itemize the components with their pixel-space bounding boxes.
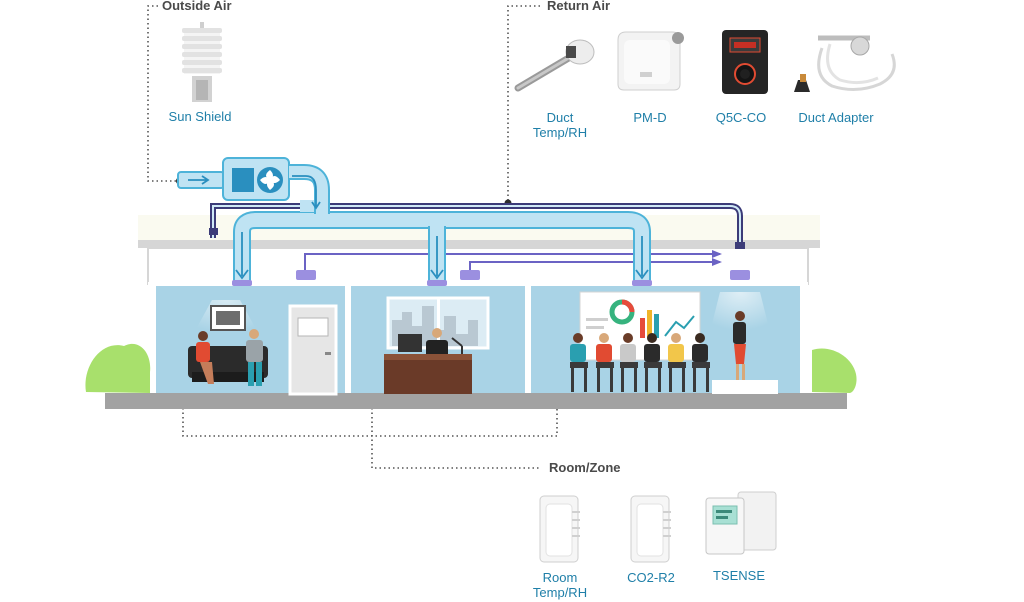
ceiling-diffusers — [232, 270, 750, 286]
room-conference — [570, 291, 778, 394]
duct-adapter-label: Duct Adapter — [798, 110, 874, 125]
return-air-duct — [210, 203, 743, 272]
outside-air-connector — [147, 5, 180, 182]
room-temp-rh-label-line2: Temp/RH — [532, 585, 588, 600]
floor-slab — [105, 393, 847, 409]
supply-air-duct — [177, 157, 651, 282]
sun-shield-label: Sun Shield — [168, 109, 232, 124]
room-zone-header: Room/Zone — [549, 460, 621, 475]
stage — [712, 380, 778, 394]
bush-right — [812, 348, 857, 393]
room-temp-rh-label-line1: Room — [542, 570, 578, 585]
sun-shield-icon — [182, 22, 222, 102]
duct-adapter-icon — [794, 35, 896, 92]
duct-temp-rh-label-line1: Duct — [546, 110, 574, 125]
duct-temp-rh-label: Duct Temp/RH — [520, 110, 600, 140]
room-divider — [345, 282, 351, 394]
bush-left — [85, 343, 151, 393]
tsense-label: TSENSE — [712, 568, 765, 583]
desk — [384, 356, 472, 394]
co2-r2-label: CO2-R2 — [627, 570, 675, 585]
pm-d-icon — [617, 31, 684, 91]
building — [85, 215, 857, 409]
duct-temp-rh-label-line2: Temp/RH — [532, 125, 588, 140]
pm-d-label: PM-D — [633, 110, 667, 125]
tsense-icon — [705, 491, 777, 555]
room-divider — [525, 282, 531, 394]
return-air-header: Return Air — [547, 0, 611, 13]
room-temp-rh-icon — [539, 495, 580, 563]
q5c-co-icon — [722, 30, 768, 94]
chairs — [570, 362, 710, 392]
q5c-co-label: Q5C-CO — [715, 110, 767, 125]
room-temp-rh-label: Room Temp/RH — [520, 570, 600, 600]
room-office — [384, 296, 490, 394]
room-waiting-area — [188, 300, 338, 396]
return-air-connector — [507, 5, 540, 203]
co2-r2-icon — [630, 495, 671, 563]
duct-temp-rh-icon — [514, 39, 595, 92]
outside-air-header: Outside Air — [162, 0, 232, 13]
audience — [570, 333, 708, 362]
